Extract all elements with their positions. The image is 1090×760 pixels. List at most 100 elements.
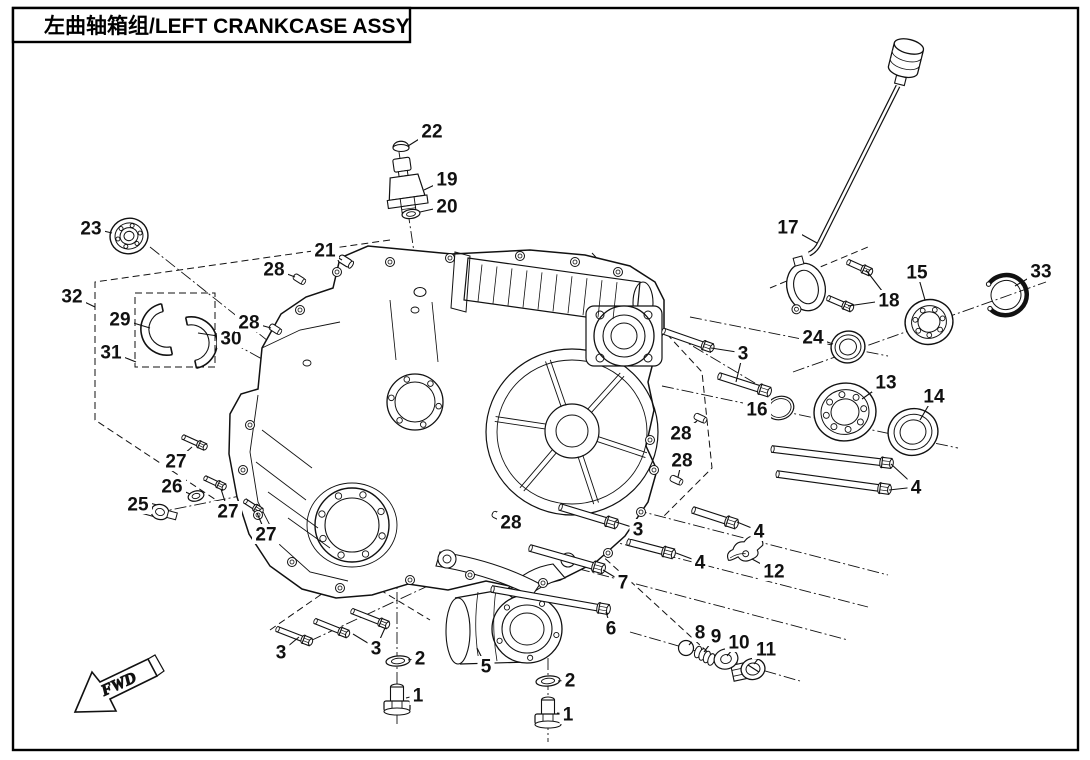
label-mask	[477, 656, 495, 676]
bushing-29	[140, 302, 174, 356]
label-mask	[106, 309, 134, 329]
callout-2: 2	[565, 671, 576, 692]
callout-3: 3	[738, 344, 749, 365]
output-boss	[585, 305, 663, 367]
bolt-part-3	[661, 327, 715, 354]
washer-26	[187, 490, 205, 502]
callout-3: 3	[633, 520, 644, 541]
callout-26: 26	[161, 477, 182, 498]
label-mask	[367, 638, 385, 658]
bell-housing	[485, 348, 659, 516]
callout-8: 8	[695, 623, 706, 644]
seal-14	[887, 407, 939, 457]
label-mask	[58, 286, 86, 306]
label-mask	[418, 121, 446, 141]
bushing-30	[184, 316, 218, 370]
bolt-part-4	[626, 538, 676, 560]
callout-21: 21	[314, 241, 336, 262]
callout-30: 30	[220, 329, 241, 350]
bolt-part-3	[717, 372, 772, 398]
snap-ring-33	[985, 272, 1029, 318]
callout-9: 9	[711, 627, 722, 648]
label-mask	[614, 572, 632, 592]
bearings-seals-washers	[109, 208, 954, 687]
washer-2b	[535, 675, 561, 687]
dipstick-17	[785, 38, 925, 315]
label-mask	[1027, 261, 1055, 281]
callout-29: 29	[109, 310, 130, 331]
label-mask	[667, 423, 695, 443]
lower-arm	[435, 549, 541, 597]
label-mask	[214, 501, 242, 521]
label-mask	[260, 259, 288, 279]
callout-27: 27	[217, 502, 238, 523]
upper-bore	[386, 373, 444, 431]
bearing-13	[813, 382, 877, 442]
callout-23: 23	[80, 219, 101, 240]
label-mask	[875, 290, 903, 310]
label-mask	[124, 494, 152, 514]
bolt-part-4	[691, 506, 739, 530]
callout-4: 4	[695, 553, 706, 574]
label-mask	[217, 328, 245, 348]
bolt-part-27	[203, 475, 227, 491]
washer-10	[713, 648, 739, 670]
label-mask	[903, 262, 931, 282]
callout-31: 31	[100, 343, 122, 364]
callout-17: 17	[777, 218, 798, 239]
case-details	[238, 251, 659, 661]
bolt-part-7	[528, 544, 606, 575]
callout-7: 7	[618, 573, 629, 594]
bolt-part-18	[846, 258, 874, 277]
bolt-part-3	[350, 607, 391, 630]
callout-28: 28	[671, 451, 692, 472]
callout-1: 1	[413, 686, 424, 707]
label-mask	[433, 169, 461, 189]
label-mask	[707, 626, 725, 646]
label-mask	[602, 618, 620, 638]
callout-6: 6	[606, 619, 617, 640]
label-mask	[497, 512, 525, 532]
label-mask	[252, 524, 280, 544]
callout-27: 27	[165, 452, 186, 473]
callout-20: 20	[436, 197, 457, 218]
bolt-part-4	[770, 445, 894, 470]
callout-14: 14	[923, 387, 945, 408]
label-mask	[907, 477, 925, 497]
label-mask	[433, 196, 461, 216]
callout-1: 1	[563, 705, 574, 726]
callout-5: 5	[481, 657, 492, 678]
callout-13: 13	[875, 373, 896, 394]
label-mask	[272, 642, 290, 662]
label-mask	[97, 342, 125, 362]
bolt-part-27	[181, 434, 208, 451]
label-mask	[559, 704, 577, 724]
label-mask	[920, 386, 948, 406]
main-bore	[306, 482, 398, 568]
bolt-part-6	[490, 585, 611, 616]
cap-22	[392, 140, 410, 153]
bearing-15	[904, 298, 954, 346]
label-mask	[752, 639, 780, 659]
label-mask	[409, 685, 427, 705]
label-mask	[743, 399, 771, 419]
callout-3: 3	[276, 643, 287, 664]
callout-28: 28	[670, 424, 691, 445]
label-mask	[162, 451, 190, 471]
callout-28: 28	[238, 313, 259, 334]
bolt-part-3	[558, 503, 619, 530]
callout-3: 3	[371, 639, 382, 660]
bolt-part-3	[313, 617, 351, 639]
bolt-part-4	[775, 470, 892, 495]
label-mask	[734, 343, 752, 363]
label-mask	[691, 622, 709, 642]
label-mask	[774, 217, 802, 237]
page-title: 左曲轴箱组/LEFT CRANKCASE ASSY	[44, 14, 410, 38]
callout-28: 28	[500, 513, 521, 534]
label-mask	[158, 476, 186, 496]
callout-33: 33	[1030, 262, 1051, 283]
seal-24	[830, 330, 866, 364]
bolt-part-18	[826, 294, 855, 313]
label-mask	[77, 218, 105, 238]
